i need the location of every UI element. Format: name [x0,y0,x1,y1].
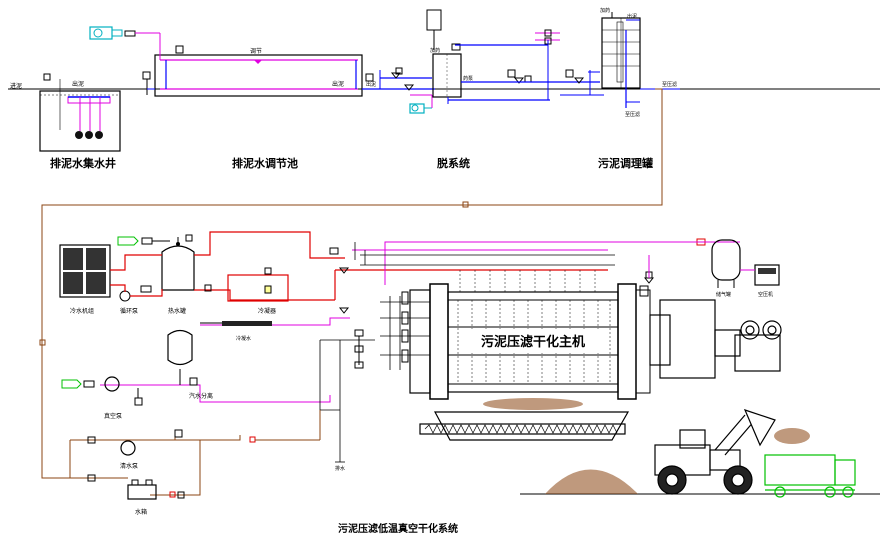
main-machine-label-bg [470,329,600,353]
water-tank [127,479,157,500]
drain-label: 排水 [335,465,345,472]
loader-spill [774,428,810,444]
regulating-tank [142,33,363,97]
valves-conditioning-in [560,69,604,96]
pipe-tank-to-dosing [362,67,435,96]
regulating-tank-label: 排泥水调节池 [232,156,298,170]
valves-center [204,247,364,369]
hot-water-loop [110,231,608,302]
dump-truck-icon [764,454,856,498]
water-tank-label: 水箱 [135,508,147,516]
dosing-system [426,9,550,104]
tank-right-label: 出泥 [366,81,376,88]
blower-icon [89,26,160,40]
hydraulic-unit [649,299,782,379]
filter-press [409,283,651,400]
valves-dosing-out [507,29,560,84]
dried-sludge-pile [545,469,638,494]
water-pump [120,429,183,456]
dosing-pump-icon [409,95,433,114]
manifold-pipes [319,242,615,463]
heater-icon [117,236,170,246]
press-right-valves [643,255,655,284]
compressor [740,264,780,286]
water-loop [69,410,321,499]
condensate-pipe [200,321,272,326]
diagram-title: 污泥压滤低温真空干化系统 [338,522,458,535]
heat-tank-label: 热水罐 [168,307,186,315]
air-tank-label: 储气罐 [716,291,731,298]
press-left-clamps [401,285,649,363]
hot-water-tank [161,234,195,291]
sump-inlet-label: 进泥 [10,82,22,90]
vapor-sep-label: 汽水分离 [189,392,213,400]
feed-pipe [39,88,663,479]
screw-conveyor [419,411,630,441]
ground-lines [8,88,880,495]
dosing-system-label: 脱系统 [437,156,470,170]
tank-outlet-label: 出泥 [332,80,344,88]
tank-mid-label: 调节 [250,47,262,55]
vapor-separator [167,329,198,386]
sump-outlet-label: 出泥 [72,80,84,88]
cond-right-label: 出泥 [627,13,637,20]
vacuum-pump [61,376,143,406]
condenser-label: 冷凝器 [258,307,276,315]
cond-bottom-label: 至压滤 [625,111,640,118]
wheel-loader-icon [654,409,776,495]
compressor-label: 空压机 [758,291,773,298]
sump-well [39,73,121,152]
pump1-label: 循环泵 [120,307,138,315]
air-tank [690,238,741,288]
vacuum-pump-label: 真空泵 [104,412,122,420]
chiller-label: 冷水机组 [70,307,94,315]
conditioning-tank-label: 污泥调理罐 [598,156,653,170]
sump-well-label: 排泥水集水井 [50,156,116,170]
dose-a-label: 加药 [430,47,440,54]
condensate-label: 冷凝水 [236,335,251,342]
conditioning-tank [601,12,680,108]
dose-b-label: 药泵 [463,75,473,82]
press-feeders [459,270,596,292]
cond-top-label: 加药 [600,7,610,14]
main-machine-label: 污泥压滤干化主机 [481,334,585,350]
water-pump-label: 清水泵 [120,462,138,470]
chiller-unit [59,244,111,298]
sludge-cake-drop [483,398,583,410]
outlet-right-label: 至压滤 [662,81,677,88]
